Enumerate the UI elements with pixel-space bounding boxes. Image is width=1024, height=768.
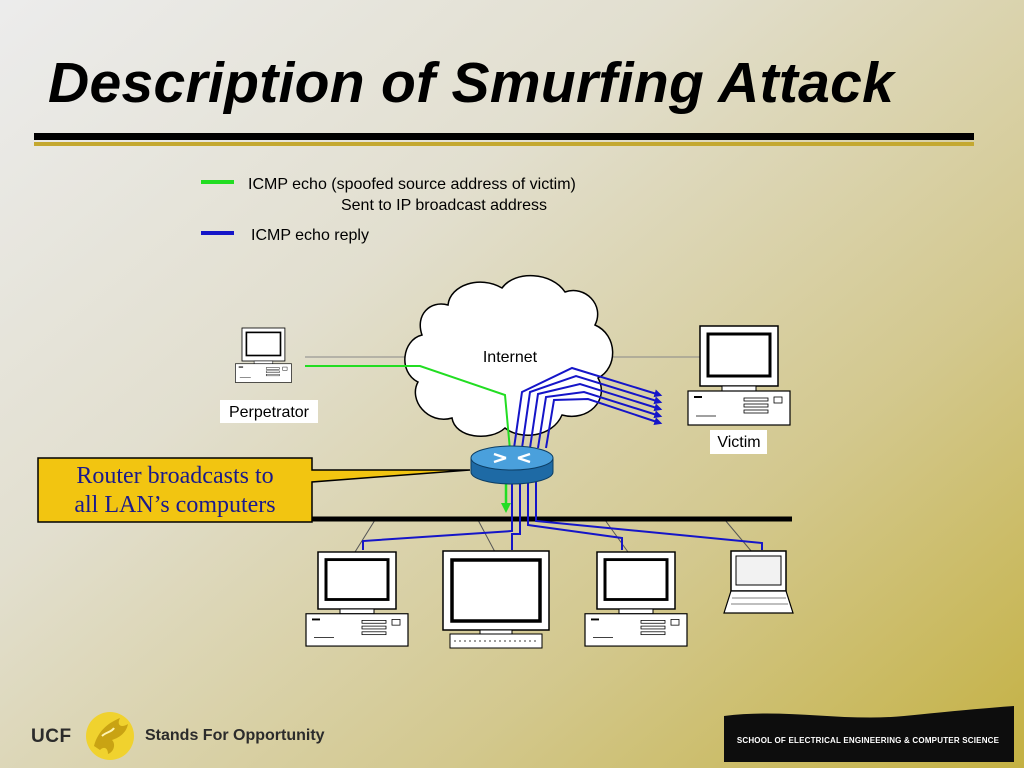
lan-computer-3 bbox=[583, 550, 689, 648]
drop-2 bbox=[477, 519, 496, 553]
lan-laptop bbox=[723, 550, 794, 614]
title-rule-gold bbox=[34, 142, 974, 146]
victim-label: Victim bbox=[717, 434, 760, 451]
router bbox=[470, 445, 554, 485]
pegasus-logo-icon bbox=[86, 712, 134, 760]
legend-label-echo-request-line2: Sent to IP broadcast address bbox=[341, 197, 547, 214]
victim-computer bbox=[686, 324, 792, 427]
echo-reply-paths bbox=[362, 366, 763, 550]
callout-line-2: all LAN’s computers bbox=[74, 492, 276, 518]
callout-text: Router broadcasts to all LAN’s computers bbox=[40, 462, 310, 520]
callout-line-1: Router broadcasts to bbox=[76, 463, 274, 489]
perpetrator-label: Perpetrator bbox=[229, 404, 310, 421]
legend-label-echo-reply: ICMP echo reply bbox=[251, 227, 369, 244]
internet-label: Internet bbox=[483, 349, 538, 366]
drop-4 bbox=[724, 519, 753, 553]
school-banner bbox=[724, 706, 1014, 762]
router-callout bbox=[37, 457, 471, 523]
school-name: SCHOOL OF ELECTRICAL ENGINEERING & COMPU… bbox=[736, 736, 1000, 745]
lan-computer-1 bbox=[304, 550, 410, 648]
ucf-wordmark: UCF bbox=[31, 726, 72, 747]
legend-label-echo-request: ICMP echo (spoofed source address of vic… bbox=[248, 176, 576, 193]
slide-title: Description of Smurfing Attack bbox=[48, 51, 895, 115]
echo-request-path bbox=[305, 365, 511, 451]
lan-computer-2 bbox=[442, 550, 550, 649]
perpetrator-computer bbox=[234, 327, 293, 384]
network-diagram: ICMP echo (spoofed source address of vic… bbox=[37, 176, 794, 649]
legend: ICMP echo (spoofed source address of vic… bbox=[201, 176, 576, 244]
ucf-tagline: Stands For Opportunity bbox=[145, 727, 325, 744]
title-rule-black bbox=[34, 133, 974, 140]
drop-3 bbox=[604, 519, 629, 553]
drop-1 bbox=[354, 519, 376, 553]
